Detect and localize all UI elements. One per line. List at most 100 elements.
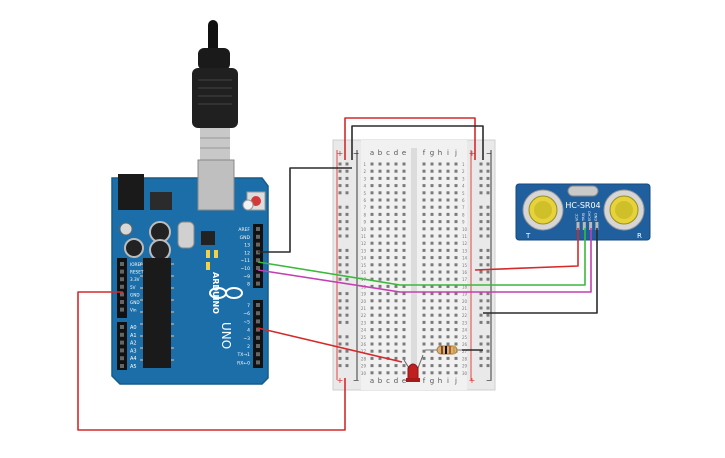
breadboard-hole[interactable] [454,313,458,317]
rail-hole[interactable] [486,162,490,166]
rail-hole[interactable] [338,234,342,238]
breadboard-hole[interactable] [378,299,382,303]
breadboard-hole[interactable] [394,364,398,368]
rail-hole[interactable] [345,220,349,224]
breadboard-hole[interactable] [438,227,442,231]
breadboard-hole[interactable] [446,256,450,260]
rail-hole[interactable] [479,292,483,296]
breadboard-hole[interactable] [454,277,458,281]
breadboard-hole[interactable] [430,270,434,274]
breadboard-hole[interactable] [454,371,458,375]
breadboard-hole[interactable] [394,320,398,324]
breadboard-hole[interactable] [454,292,458,296]
breadboard-hole[interactable] [438,342,442,346]
breadboard-hole[interactable] [394,162,398,166]
wire-pin12-magenta[interactable] [257,228,592,293]
rail-hole[interactable] [479,320,483,324]
breadboard-hole[interactable] [430,277,434,281]
breadboard-hole[interactable] [370,349,374,353]
breadboard-hole[interactable] [430,292,434,296]
breadboard-hole[interactable] [438,220,442,224]
wire-gnd-to-breadboard[interactable] [258,167,352,253]
breadboard-hole[interactable] [394,284,398,288]
rail-hole[interactable] [479,335,483,339]
breadboard-hole[interactable] [446,306,450,310]
breadboard-hole[interactable] [454,320,458,324]
breadboard-hole[interactable] [438,328,442,332]
breadboard-hole[interactable] [430,342,434,346]
breadboard-hole[interactable] [394,313,398,317]
breadboard-hole[interactable] [386,169,390,173]
rail-hole[interactable] [338,349,342,353]
header-pin[interactable] [256,273,260,278]
breadboard-hole[interactable] [370,162,374,166]
header-pin[interactable] [256,234,260,239]
breadboard-hole[interactable] [370,234,374,238]
rail-hole[interactable] [479,299,483,303]
breadboard-hole[interactable] [386,191,390,195]
breadboard-hole[interactable] [378,356,382,360]
breadboard-hole[interactable] [446,176,450,180]
rail-hole[interactable] [345,356,349,360]
breadboard-hole[interactable] [422,241,426,245]
breadboard-hole[interactable] [386,364,390,368]
rail-hole[interactable] [479,191,483,195]
rail-hole[interactable] [338,313,342,317]
breadboard-hole[interactable] [370,313,374,317]
rail-hole[interactable] [338,176,342,180]
breadboard-hole[interactable] [370,198,374,202]
breadboard-hole[interactable] [430,299,434,303]
rail-hole[interactable] [486,234,490,238]
rail-hole[interactable] [338,270,342,274]
rail-hole[interactable] [345,169,349,173]
breadboard-hole[interactable] [378,176,382,180]
breadboard-hole[interactable] [402,284,406,288]
rail-hole[interactable] [479,306,483,310]
breadboard-hole[interactable] [422,328,426,332]
breadboard-hole[interactable] [438,277,442,281]
breadboard-hole[interactable] [422,284,426,288]
breadboard-hole[interactable] [378,234,382,238]
breadboard-hole[interactable] [394,241,398,245]
breadboard-hole[interactable] [370,284,374,288]
breadboard-hole[interactable] [394,176,398,180]
sensor-pin[interactable] [576,222,580,230]
breadboard-hole[interactable] [394,299,398,303]
breadboard-hole[interactable] [378,227,382,231]
breadboard-hole[interactable] [438,205,442,209]
breadboard-hole[interactable] [394,328,398,332]
breadboard-hole[interactable] [430,349,434,353]
rail-hole[interactable] [345,212,349,216]
breadboard-hole[interactable] [370,306,374,310]
breadboard-hole[interactable] [386,227,390,231]
breadboard-hole[interactable] [446,227,450,231]
breadboard-hole[interactable] [454,263,458,267]
rail-hole[interactable] [479,313,483,317]
rail-hole[interactable] [338,342,342,346]
breadboard-hole[interactable] [394,277,398,281]
rail-hole[interactable] [479,184,483,188]
header-pin[interactable] [256,242,260,247]
breadboard-hole[interactable] [370,364,374,368]
breadboard-hole[interactable] [394,349,398,353]
rail-hole[interactable] [338,227,342,231]
breadboard-hole[interactable] [378,191,382,195]
breadboard-hole[interactable] [454,205,458,209]
breadboard-hole[interactable] [370,248,374,252]
breadboard-hole[interactable] [430,356,434,360]
breadboard-hole[interactable] [378,256,382,260]
breadboard-hole[interactable] [402,356,406,360]
wire-red-top[interactable] [344,117,476,160]
breadboard-hole[interactable] [394,212,398,216]
breadboard-hole[interactable] [438,198,442,202]
breadboard-hole[interactable] [422,364,426,368]
breadboard-hole[interactable] [378,205,382,209]
header-pin[interactable] [120,292,124,297]
breadboard-hole[interactable] [378,184,382,188]
breadboard-hole[interactable] [394,356,398,360]
rail-hole[interactable] [486,313,490,317]
rail-hole[interactable] [338,220,342,224]
rail-hole[interactable] [338,205,342,209]
rail-hole[interactable] [486,220,490,224]
